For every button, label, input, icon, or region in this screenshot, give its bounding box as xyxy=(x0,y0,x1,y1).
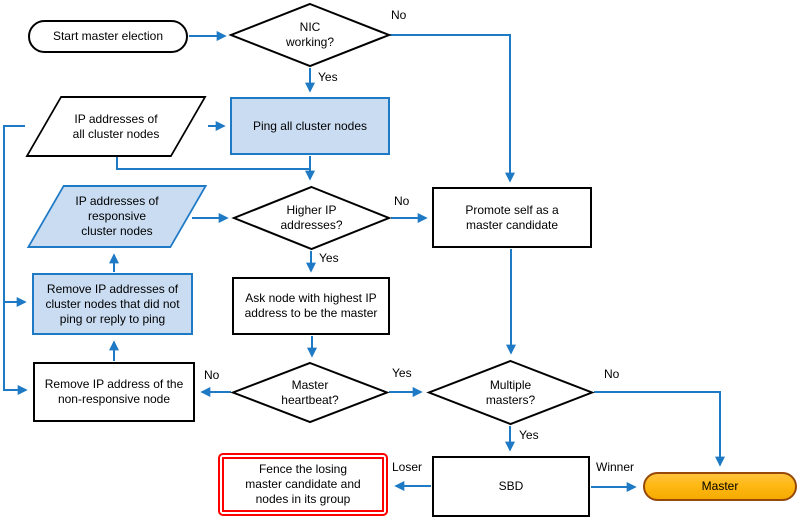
edge-label-heartbeat-no: No xyxy=(204,368,220,382)
decision-multiple-masters: Multiple masters? xyxy=(426,359,595,426)
ip-responsive-label: IP addresses of responsive cluster nodes xyxy=(75,194,159,238)
terminator-master: Master xyxy=(643,472,797,501)
process-remove-ip-nonresponsive-node: Remove IP address of the non-responsive … xyxy=(33,362,195,422)
sbd-label: SBD xyxy=(498,479,524,493)
fence-label: Fence the losing master candidate and no… xyxy=(245,462,361,506)
connector-nic-no-to-promote xyxy=(390,34,515,183)
decision-master-heartbeat: Master heartbeat? xyxy=(230,361,390,424)
data-ip-addresses-responsive-nodes: IP addresses of responsive cluster nodes xyxy=(26,185,208,248)
edge-label-higher-no: No xyxy=(394,194,410,208)
process-sbd: SBD xyxy=(432,456,590,517)
diamond-shape xyxy=(231,185,392,251)
ask-highest-label: Ask node with highest IP address to be t… xyxy=(244,291,378,320)
nic-label: NIC working? xyxy=(285,20,335,49)
higher-ip-label: Higher IP addresses? xyxy=(280,203,343,232)
ip-all-label: IP addresses of all cluster nodes xyxy=(72,111,160,141)
connector-ipall-join xyxy=(116,156,309,170)
remove-nonresponsive-label: Remove IP address of the non-responsive … xyxy=(44,377,184,406)
data-ip-addresses-all-nodes: IP addresses of all cluster nodes xyxy=(25,96,207,157)
edge-label-multiple-no: No xyxy=(604,367,620,381)
process-ping-all-cluster-nodes: Ping all cluster nodes xyxy=(230,97,390,155)
decision-nic-working: NIC working? xyxy=(228,2,392,68)
edge-label-higher-yes: Yes xyxy=(319,251,339,265)
terminator-start-master-election: Start master election xyxy=(28,20,188,53)
remove-nonpinging-label: Remove IP addresses of cluster nodes tha… xyxy=(45,281,180,326)
decision-higher-ip-addresses: Higher IP addresses? xyxy=(231,185,392,251)
diamond-shape xyxy=(426,359,595,426)
edge-label-sbd-winner: Winner xyxy=(596,460,635,474)
diamond-shape xyxy=(228,2,392,68)
edge-label-sbd-loser: Loser xyxy=(392,460,423,474)
diamond-shape xyxy=(230,361,390,424)
edge-label-multiple-yes: Yes xyxy=(519,428,539,442)
multiple-masters-label: Multiple masters? xyxy=(485,377,536,407)
edge-label-nic-yes: Yes xyxy=(318,70,338,84)
heartbeat-label: Master heartbeat? xyxy=(281,377,339,407)
edge-label-heartbeat-yes: Yes xyxy=(392,366,412,380)
fence-inner-border: Fence the losing master candidate and no… xyxy=(222,457,384,512)
promote-label: Promote self as a master candidate xyxy=(465,202,559,232)
process-promote-self-master-candidate: Promote self as a master candidate xyxy=(432,187,592,248)
process-fence-losing-candidate: Fence the losing master candidate and no… xyxy=(218,453,388,516)
process-ask-highest-ip-node: Ask node with highest IP address to be t… xyxy=(232,277,390,335)
connector-multiple-no-to-master xyxy=(594,391,725,467)
process-remove-ip-nonpinging-nodes: Remove IP addresses of cluster nodes tha… xyxy=(32,273,193,335)
master-label: Master xyxy=(701,479,739,493)
connector-ipall-left-loop xyxy=(3,125,28,395)
start-label: Start master election xyxy=(52,29,164,43)
ping-label: Ping all cluster nodes xyxy=(252,118,368,133)
edge-label-nic-no: No xyxy=(391,8,407,22)
